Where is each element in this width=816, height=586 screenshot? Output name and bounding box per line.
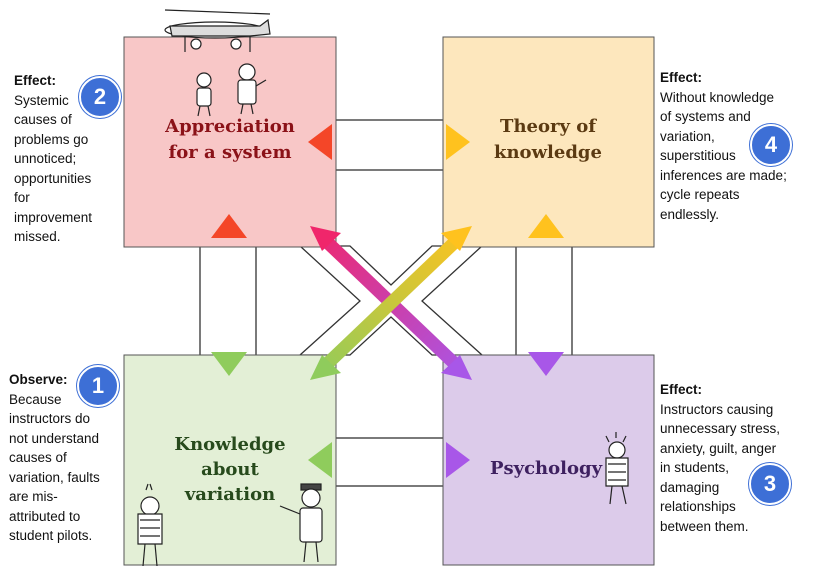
effect-2-line: for	[14, 190, 30, 205]
arrow-bottom	[308, 442, 470, 478]
effect-4-line: variation,	[660, 128, 715, 144]
effect-4-line: cycle repeats	[660, 187, 740, 202]
arrow-top	[308, 124, 470, 160]
effect-4-line: Without knowledge	[660, 89, 775, 105]
effect-note-2: Effect: Systemic causes of problems go u…	[14, 71, 92, 247]
effect-2-line: missed.	[14, 229, 61, 244]
observe-line: causes of	[9, 450, 67, 465]
effect-3-line: between them.	[660, 518, 749, 534]
observe-line: Because	[9, 391, 62, 407]
badge-1: 1	[77, 365, 119, 407]
appreciation-title-line2: for a system	[169, 142, 292, 163]
observe-line: instructors do	[9, 411, 91, 426]
effect-note-3: Effect: Instructors causing unnecessary …	[660, 380, 780, 536]
observe-heading: Observe:	[9, 372, 68, 387]
observe-line: student pilots.	[9, 528, 93, 543]
theory-title-line2: knowledge	[494, 142, 602, 163]
effect-2-line: causes of	[14, 112, 72, 127]
knowledge-title-line1: Knowledge	[174, 434, 285, 455]
psychology-title: Psychology	[490, 458, 603, 479]
effect-4-line: endlessly.	[660, 206, 720, 222]
effect-heading-2: Effect:	[14, 73, 57, 88]
badge-3: 3	[749, 463, 791, 505]
effect-note-4: Effect: Without knowledge of systems and…	[660, 68, 787, 224]
knowledge-title-line2: about	[201, 459, 259, 480]
effect-3-line: Instructors causing	[660, 401, 774, 417]
arrow-diagonal-up	[310, 226, 472, 380]
arrow-left	[211, 214, 247, 376]
effect-2-line: improvement	[14, 209, 93, 225]
instructor-pointing-icon	[279, 483, 323, 563]
pilot-figures-icon	[196, 63, 267, 117]
stressed-student-icon	[605, 432, 629, 505]
observe-line: not understand	[9, 430, 100, 446]
student-pilot-icon	[137, 483, 163, 567]
airplane-cartoon-icon	[164, 9, 271, 52]
theory-box	[442, 36, 655, 248]
effect-3-line: damaging	[660, 479, 720, 495]
effect-heading-3: Effect:	[660, 382, 703, 397]
appreciation-box	[123, 36, 337, 248]
effect-3-line: anxiety, guilt, anger	[660, 440, 777, 456]
effect-3-line: in students,	[660, 460, 730, 475]
badge-4: 4	[750, 124, 792, 166]
badge-2: 2	[79, 76, 121, 118]
knowledge-title-line3: variation	[184, 484, 275, 505]
observe-note-1: Observe: Because instructors do not unde…	[9, 370, 100, 546]
effect-4-line: superstitious	[660, 148, 736, 163]
effect-2-line: problems go	[14, 131, 89, 147]
effect-2-line: unnoticed;	[14, 151, 77, 166]
appreciation-title-line1: Appreciation	[164, 116, 295, 137]
effect-3-line: unnecessary stress,	[660, 421, 781, 436]
effect-heading-4: Effect:	[660, 70, 703, 85]
effect-3-line: relationships	[660, 499, 736, 514]
effect-2-line: opportunities	[14, 170, 92, 186]
effect-4-line: of systems and	[660, 109, 751, 124]
observe-line: variation, faults	[9, 469, 100, 485]
observe-line: attributed to	[9, 508, 81, 524]
effect-4-line: inferences are made;	[660, 167, 787, 183]
arrow-right	[528, 214, 564, 376]
observe-line: are mis-	[9, 489, 58, 504]
theory-title-line1: Theory of	[500, 116, 597, 137]
effect-2-line: Systemic	[14, 92, 69, 108]
